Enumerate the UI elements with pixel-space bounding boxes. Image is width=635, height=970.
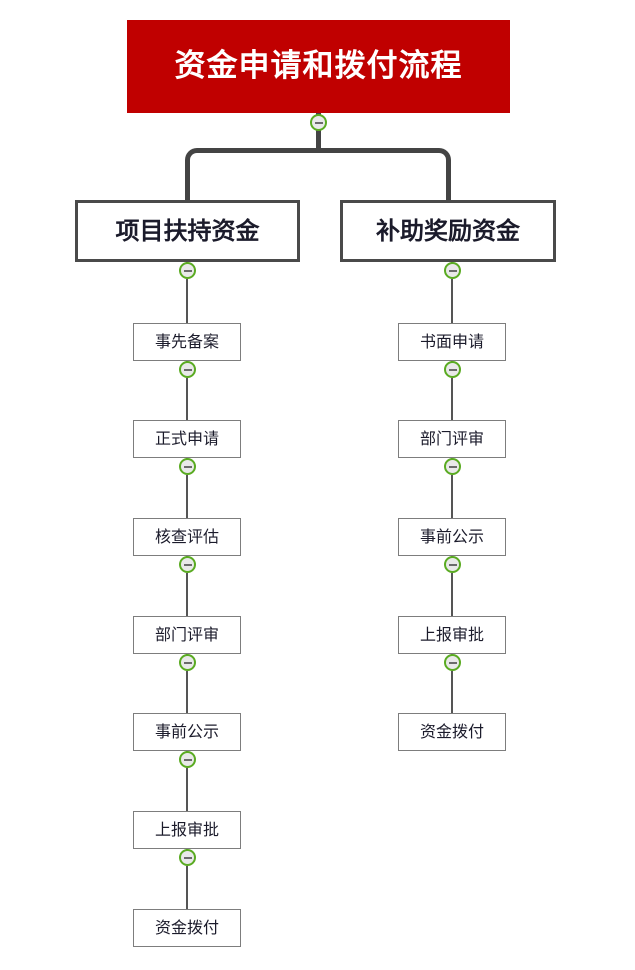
- leaf-label: 核查评估: [154, 527, 219, 546]
- collapse-minus-icon: [448, 465, 457, 468]
- toggle-right-2[interactable]: [444, 458, 461, 475]
- leaf-node-right-1[interactable]: 书面申请: [398, 323, 506, 361]
- leaf-node-right-4[interactable]: 上报审批: [398, 616, 506, 654]
- toggle-root[interactable]: [310, 114, 327, 131]
- connector-root-drop: [316, 131, 321, 151]
- toggle-left-2[interactable]: [179, 458, 196, 475]
- leaf-label: 上报审批: [419, 625, 484, 644]
- toggle-left-6[interactable]: [179, 849, 196, 866]
- collapse-minus-icon: [183, 856, 192, 859]
- connector-branch-bracket: [185, 148, 451, 202]
- leaf-label: 事先备案: [154, 332, 219, 351]
- connector-left-branch-drop: [186, 279, 188, 323]
- leaf-node-right-3[interactable]: 事前公示: [398, 518, 506, 556]
- connector-left-3b: [186, 573, 188, 616]
- collapse-minus-icon: [448, 563, 457, 566]
- connector-right-2b: [451, 475, 453, 518]
- leaf-label: 部门评审: [154, 625, 219, 644]
- leaf-node-left-4[interactable]: 部门评审: [133, 616, 241, 654]
- branch-label: 项目扶持资金: [115, 217, 260, 245]
- leaf-node-left-7[interactable]: 资金拨付: [133, 909, 241, 947]
- collapse-minus-icon: [448, 661, 457, 664]
- collapse-minus-icon: [183, 758, 192, 761]
- toggle-branch-left[interactable]: [179, 262, 196, 279]
- toggle-right-4[interactable]: [444, 654, 461, 671]
- collapse-minus-icon: [314, 121, 323, 124]
- leaf-label: 部门评审: [419, 429, 484, 448]
- branch-label: 补助奖励资金: [376, 217, 520, 245]
- toggle-right-3[interactable]: [444, 556, 461, 573]
- branch-node-project-support[interactable]: 项目扶持资金: [75, 200, 300, 262]
- connector-right-3b: [451, 573, 453, 616]
- leaf-node-right-2[interactable]: 部门评审: [398, 420, 506, 458]
- collapse-minus-icon: [183, 269, 192, 272]
- collapse-minus-icon: [183, 661, 192, 664]
- collapse-minus-icon: [448, 269, 457, 272]
- leaf-label: 上报审批: [154, 820, 219, 839]
- leaf-node-left-1[interactable]: 事先备案: [133, 323, 241, 361]
- toggle-left-1[interactable]: [179, 361, 196, 378]
- leaf-label: 事前公示: [419, 527, 484, 546]
- collapse-minus-icon: [183, 563, 192, 566]
- diagram-title-label: 资金申请和拨付流程: [174, 48, 463, 84]
- leaf-node-left-6[interactable]: 上报审批: [133, 811, 241, 849]
- connector-left-5b: [186, 768, 188, 811]
- branch-node-subsidy-reward[interactable]: 补助奖励资金: [340, 200, 556, 262]
- leaf-node-left-2[interactable]: 正式申请: [133, 420, 241, 458]
- collapse-minus-icon: [183, 368, 192, 371]
- connector-left-1b: [186, 378, 188, 420]
- leaf-label: 书面申请: [419, 332, 484, 351]
- toggle-left-4[interactable]: [179, 654, 196, 671]
- connector-left-6b: [186, 866, 188, 909]
- collapse-minus-icon: [448, 368, 457, 371]
- toggle-right-1[interactable]: [444, 361, 461, 378]
- leaf-node-left-5[interactable]: 事前公示: [133, 713, 241, 751]
- diagram-title-node[interactable]: 资金申请和拨付流程: [127, 20, 510, 113]
- toggle-branch-right[interactable]: [444, 262, 461, 279]
- leaf-node-left-3[interactable]: 核查评估: [133, 518, 241, 556]
- toggle-left-5[interactable]: [179, 751, 196, 768]
- collapse-minus-icon: [183, 465, 192, 468]
- connector-right-4b: [451, 671, 453, 713]
- connector-left-4b: [186, 671, 188, 713]
- connector-left-2b: [186, 475, 188, 518]
- leaf-node-right-5[interactable]: 资金拨付: [398, 713, 506, 751]
- leaf-label: 资金拨付: [419, 722, 484, 741]
- leaf-label: 事前公示: [154, 722, 219, 741]
- connector-right-branch-drop: [451, 279, 453, 323]
- leaf-label: 资金拨付: [154, 918, 219, 937]
- toggle-left-3[interactable]: [179, 556, 196, 573]
- leaf-label: 正式申请: [154, 429, 219, 448]
- connector-right-1b: [451, 378, 453, 420]
